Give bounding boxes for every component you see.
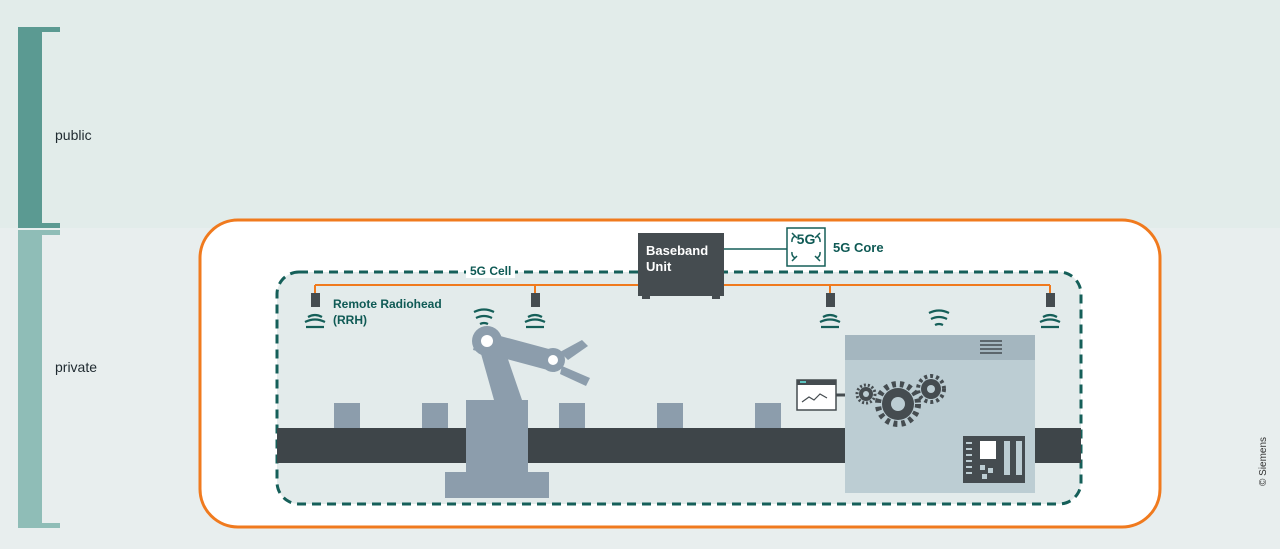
5g-core-icon — [786, 227, 826, 267]
public-label: public — [55, 127, 92, 143]
5g-cell-label: 5G Cell — [466, 264, 516, 278]
robot-arm — [445, 326, 590, 498]
copyright-notice: © Siemens — [1258, 436, 1269, 486]
gear-icon — [855, 374, 946, 427]
baseband-label-line2: Unit — [646, 259, 672, 274]
public-bracket — [18, 27, 60, 228]
rrh-unit-1 — [304, 293, 326, 329]
plc-controller — [963, 436, 1025, 483]
public-zone — [0, 0, 1280, 228]
rrh-unit-2 — [524, 293, 546, 329]
rrh-label-line1: Remote Radiohead — [333, 297, 442, 311]
rrh-unit-4 — [1039, 293, 1061, 329]
baseband-unit-label: Baseband Unit — [646, 243, 726, 275]
5g-core-badge: 5G — [796, 231, 816, 247]
robot-joint-2 — [548, 355, 558, 365]
rrh-label-line2: (RRH) — [333, 313, 367, 327]
baseband-label-line1: Baseband — [646, 243, 709, 258]
rrh-unit-3 — [819, 293, 841, 329]
5g-core-label: 5G Core — [833, 240, 884, 255]
conveyor-items — [334, 403, 781, 428]
hmi-panel — [796, 379, 845, 411]
robot-wireless-icon — [473, 308, 495, 326]
private-label: private — [55, 359, 98, 375]
robot-joint-1 — [481, 335, 493, 347]
rrh-label: Remote Radiohead (RRH) — [333, 296, 442, 328]
machine-wireless-icon — [928, 309, 950, 327]
private-bracket — [18, 230, 60, 528]
baseband-unit — [638, 233, 724, 299]
